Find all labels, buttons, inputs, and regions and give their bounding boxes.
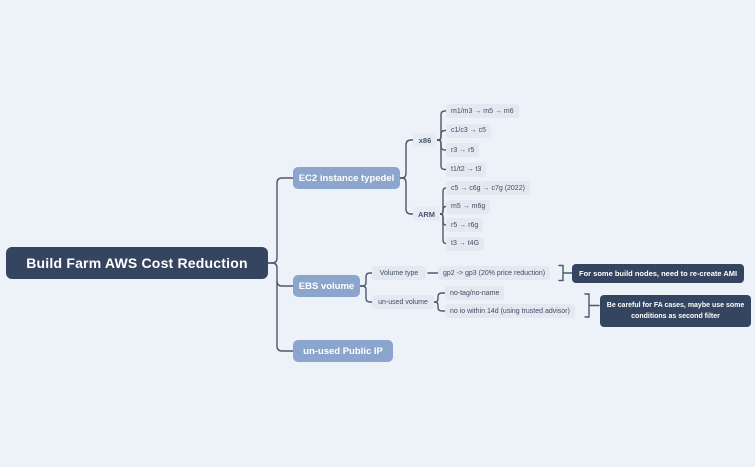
node-x86-t-family[interactable]: t1/t2 → t3: [446, 162, 487, 177]
node-unused-volume[interactable]: un-used volume: [372, 295, 434, 309]
node-x86-r-family[interactable]: r3 → r5: [446, 143, 480, 157]
node-ec2-instance-type[interactable]: EC2 instance typedel: [293, 167, 400, 189]
node-ebs-volume[interactable]: EBS volume: [293, 275, 360, 297]
node-x86[interactable]: x86: [413, 133, 437, 147]
node-root[interactable]: Build Farm AWS Cost Reduction: [6, 247, 268, 279]
node-arm-t-family[interactable]: t3 → t4G: [446, 236, 485, 251]
node-arm-m-family[interactable]: m5 → m6g: [446, 199, 491, 214]
node-arm-r-family[interactable]: r5 → r6g: [446, 218, 484, 232]
node-x86-c-family[interactable]: c1/c3 → c5: [446, 123, 492, 138]
node-arm-c-family[interactable]: c5 → c6g → c7g (2022): [446, 181, 530, 195]
node-volume-type[interactable]: Volume type: [372, 266, 426, 280]
node-gp2-to-gp3[interactable]: gp2 -> gp3 (20% price reduction): [438, 266, 551, 280]
note-fa-cases-filter[interactable]: Be careful for FA cases, maybe use some …: [600, 295, 751, 327]
note-fa-cases-line1: Be careful for FA cases, maybe use some: [606, 302, 745, 309]
note-recreate-ami[interactable]: For some build nodes, need to re-create …: [572, 264, 745, 283]
node-no-tag-no-name[interactable]: no-tag/no-name: [445, 286, 505, 300]
note-fa-cases-line2: conditions as second filter: [631, 313, 720, 320]
node-unused-public-ip[interactable]: un-used Public IP: [293, 340, 393, 362]
node-no-io-14d[interactable]: no io within 14d (using trusted advisor): [445, 304, 575, 318]
node-x86-m-family[interactable]: m1/m3 → m5 → m6: [446, 104, 519, 118]
node-arm[interactable]: ARM: [413, 207, 440, 221]
